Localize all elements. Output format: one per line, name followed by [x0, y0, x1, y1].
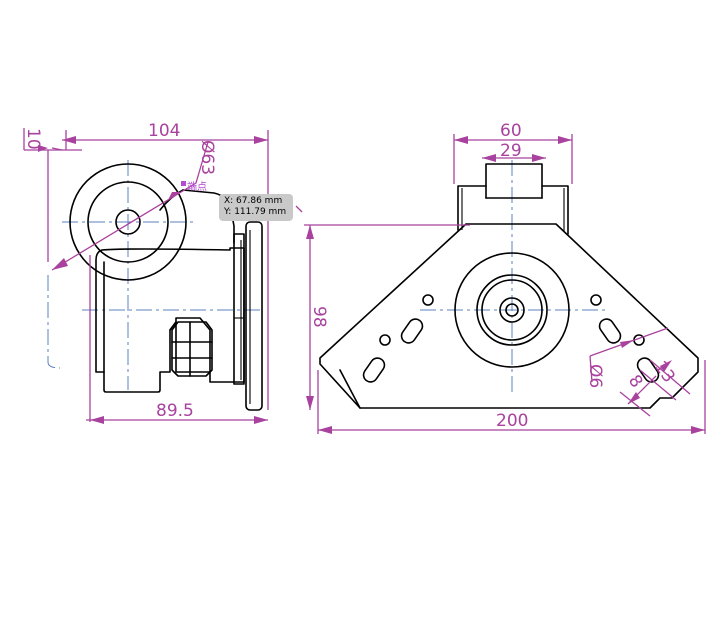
dim-29-label: 29: [500, 141, 522, 161]
front-view: [319, 160, 699, 409]
mount-hole-left-top: [422, 294, 434, 306]
top-block-outline: [457, 163, 569, 235]
bearing-ring-outer: [476, 274, 548, 346]
dim-89-5-label: 89.5: [156, 401, 194, 421]
hex-nut: [171, 321, 213, 377]
side-view: [62, 160, 263, 411]
side-body-outline: [95, 247, 245, 393]
mount-plate: [245, 221, 263, 411]
pulley-outer-circle: [69, 163, 187, 281]
front-view-dimensions: 60 29 98 200 Ø6 8 13: [304, 121, 706, 434]
dim-200-label: 200: [496, 411, 528, 431]
bearing-ring-inner: [481, 279, 543, 341]
dim-10-label: 10: [23, 128, 43, 150]
tooltip-y-value: Y: 111.79 mm: [224, 207, 287, 217]
dim-diameter-63-label: Ø63: [197, 140, 217, 175]
slot-right-upper: [598, 318, 622, 344]
bearing-outer-circle: [454, 252, 570, 368]
pulley-hub-circle: [115, 209, 141, 235]
bearing-bore: [505, 303, 519, 317]
endpoint-snap-marker[interactable]: 端点: [181, 180, 207, 193]
mount-hole-right-top: [590, 294, 602, 306]
pulley-inner-circle: [87, 181, 169, 263]
dim-104-label: 104: [148, 121, 180, 141]
dim-98-label: 98: [309, 306, 329, 328]
dim-diameter-6-label: Ø6: [585, 364, 605, 388]
slot-right-lower: [636, 357, 660, 383]
flange-plate: [233, 233, 245, 385]
bearing-hub: [499, 297, 525, 323]
dim-60-label: 60: [500, 121, 522, 141]
tooltip-x-value: X: 67.86 mm: [224, 196, 283, 206]
mount-hole-left-mid: [379, 334, 391, 346]
slot-left-lower: [362, 357, 386, 383]
side-view-dimensions: 104 10 Ø63 89.5: [23, 121, 303, 424]
coordinate-tooltip: X: 67.86 mm Y: 111.79 mm: [219, 194, 293, 221]
base-plate-outline: [319, 223, 699, 409]
slot-left-upper: [400, 318, 424, 344]
snap-marker-label: 端点: [187, 180, 207, 193]
